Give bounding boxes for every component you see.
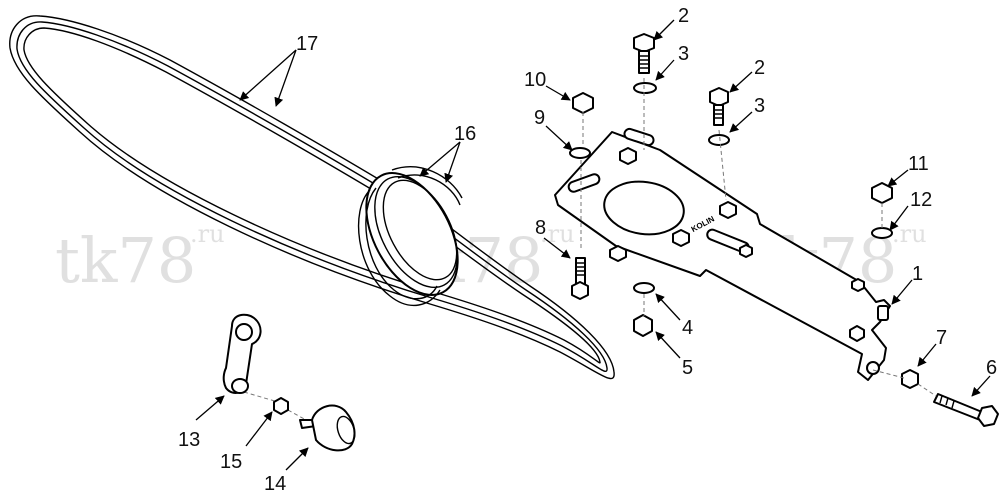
nut-5 <box>633 314 653 337</box>
nut-7 <box>901 369 919 389</box>
callout-4: 4 <box>682 317 693 339</box>
roller <box>299 404 356 452</box>
washer-3b <box>708 134 730 146</box>
bolt-8 <box>571 257 589 300</box>
tensioner-arm <box>222 313 262 394</box>
callout-3b: 3 <box>754 95 765 117</box>
callout-14: 14 <box>264 473 286 492</box>
bracket-slot-left <box>567 173 601 193</box>
callout-11: 11 <box>908 153 929 175</box>
nut-11 <box>871 182 893 204</box>
assembly-lines <box>243 78 937 421</box>
callout-6: 6 <box>986 357 997 379</box>
svg-text:.ru: .ru <box>190 220 225 248</box>
bracket-bolt-hole <box>866 361 880 375</box>
callout-2a: 2 <box>678 5 689 27</box>
bolt-6 <box>933 393 999 427</box>
callout-13: 13 <box>178 429 200 451</box>
bolt-2b <box>709 87 729 126</box>
svg-text:.ru: .ru <box>540 220 575 248</box>
watermark-left: tk78 .ru <box>55 220 225 297</box>
callout-labels: 17 16 2 3 2 3 10 9 8 4 5 11 12 1 7 6 13 … <box>178 5 997 492</box>
washer-4 <box>633 282 655 294</box>
callout-15: 15 <box>220 451 242 473</box>
callout-2b: 2 <box>754 57 765 79</box>
callout-7: 7 <box>936 327 947 349</box>
nut-15 <box>273 397 289 415</box>
callout-16: 16 <box>454 123 476 145</box>
bracket-slot-top <box>623 127 655 147</box>
bolt-2a <box>633 33 655 74</box>
callout-8: 8 <box>535 217 546 239</box>
callout-5: 5 <box>682 357 693 379</box>
nut-10 <box>572 92 594 114</box>
mounting-bracket: KOLIN <box>554 127 891 381</box>
callout-1: 1 <box>912 263 923 285</box>
bracket-center-hole <box>603 180 685 236</box>
washer-12 <box>871 227 893 239</box>
pulley <box>365 166 463 296</box>
callout-12: 12 <box>910 189 932 211</box>
callout-17: 17 <box>296 33 318 55</box>
pulley-belt <box>357 187 441 307</box>
washer-3a <box>633 82 657 94</box>
callout-9: 9 <box>534 107 545 129</box>
svg-text:.ru: .ru <box>892 220 927 248</box>
washer-9 <box>569 147 591 159</box>
callout-3a: 3 <box>678 43 689 65</box>
bracket-nuts <box>609 147 865 342</box>
callout-10: 10 <box>524 69 546 91</box>
callout-leaders <box>195 19 991 471</box>
svg-text:tk78: tk78 <box>55 224 196 297</box>
drive-belt <box>9 15 615 380</box>
bracket-pin <box>877 305 889 321</box>
